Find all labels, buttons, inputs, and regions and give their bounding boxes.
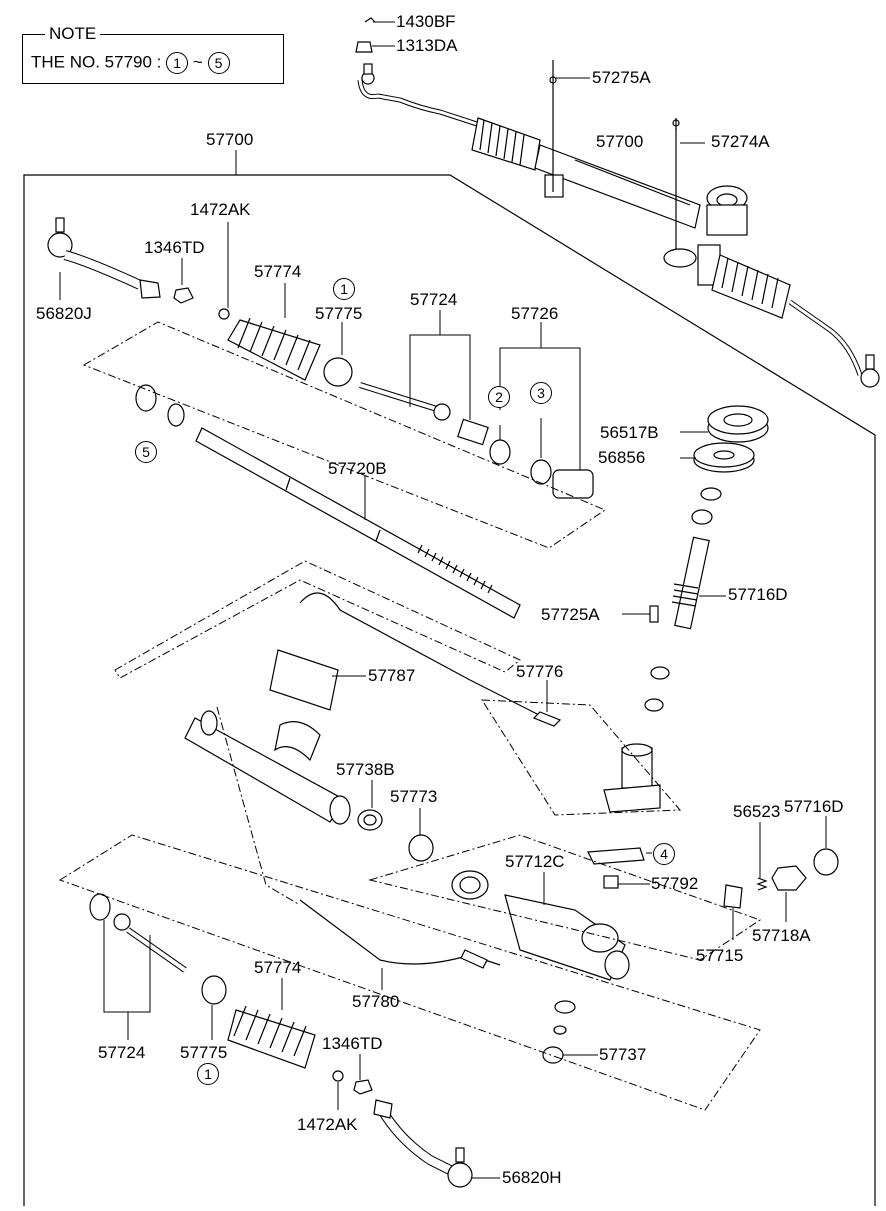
- part-label-57787: 57787: [368, 666, 416, 685]
- part-label-57774-top: 57774: [254, 262, 302, 281]
- part-label-56523: 56523: [733, 802, 781, 821]
- assembly-boundary: [23, 174, 876, 1206]
- assembled-rack-drawing: [355, 17, 880, 388]
- part-label-57775-top: 57775: [315, 304, 363, 323]
- part-label-1472AK-top: 1472AK: [190, 200, 251, 219]
- note-range-separator: ~: [192, 52, 203, 72]
- part-label-57737: 57737: [599, 1045, 647, 1064]
- part-label-57724-top: 57724: [410, 290, 458, 309]
- part-label-57773: 57773: [390, 787, 438, 806]
- callout-circle-5: 5: [135, 441, 157, 463]
- callout-circle-1-top: 1: [333, 278, 355, 300]
- part-label-57776: 57776: [516, 662, 564, 681]
- part-label-1430BF: 1430BF: [396, 12, 456, 31]
- leader-lines: [59, 21, 827, 1179]
- part-label-57712C: 57712C: [505, 852, 565, 871]
- part-label-1472AK-bottom: 1472AK: [297, 1115, 358, 1134]
- part-label-57780: 57780: [352, 992, 400, 1011]
- part-label-57725A: 57725A: [541, 605, 600, 624]
- part-label-57715: 57715: [696, 946, 744, 965]
- part-label-56820J: 56820J: [36, 304, 92, 323]
- callout-circle-1-bottom: 1: [197, 1063, 219, 1085]
- part-label-57275A: 57275A: [592, 68, 651, 87]
- part-label-57274A: 57274A: [711, 132, 770, 151]
- exploded-parts-drawing: [47, 217, 839, 1188]
- callout-circle-4: 4: [653, 843, 675, 865]
- part-label-1346TD-top: 1346TD: [144, 238, 205, 257]
- part-label-57724-bottom: 57724: [98, 1043, 146, 1062]
- part-label-1346TD-bottom: 1346TD: [322, 1034, 383, 1053]
- part-label-57774-bottom: 57774: [254, 958, 302, 977]
- grouping-outlines: [58, 321, 762, 1111]
- part-label-57716D-top: 57716D: [728, 585, 788, 604]
- note-title: NOTE: [45, 24, 101, 44]
- part-label-57775-bottom: 57775: [180, 1043, 228, 1062]
- part-label-57792: 57792: [651, 874, 699, 893]
- callout-circle-2: 2: [488, 386, 510, 408]
- note-text-line: THE NO. 57790 : 1 ~ 5: [31, 52, 230, 74]
- part-label-57716D-side: 57716D: [784, 797, 844, 816]
- part-label-56856: 56856: [598, 448, 646, 467]
- callout-circle-3: 3: [530, 382, 552, 404]
- part-label-57718A: 57718A: [752, 926, 811, 945]
- part-label-56820H: 56820H: [502, 1168, 562, 1187]
- note-box: NOTE THE NO. 57790 : 1 ~ 5: [22, 24, 284, 84]
- part-label-57738B: 57738B: [336, 760, 395, 779]
- part-label-57700-main: 57700: [206, 130, 254, 149]
- note-range-start: 1: [166, 52, 189, 74]
- note-text: THE NO. 57790 :: [31, 52, 162, 72]
- part-label-1313DA: 1313DA: [396, 36, 458, 55]
- part-label-56517B: 56517B: [600, 423, 659, 442]
- part-label-57726: 57726: [511, 304, 559, 323]
- part-label-57720B: 57720B: [328, 459, 387, 478]
- part-label-57700-top: 57700: [596, 132, 644, 151]
- note-range-end: 5: [207, 52, 230, 74]
